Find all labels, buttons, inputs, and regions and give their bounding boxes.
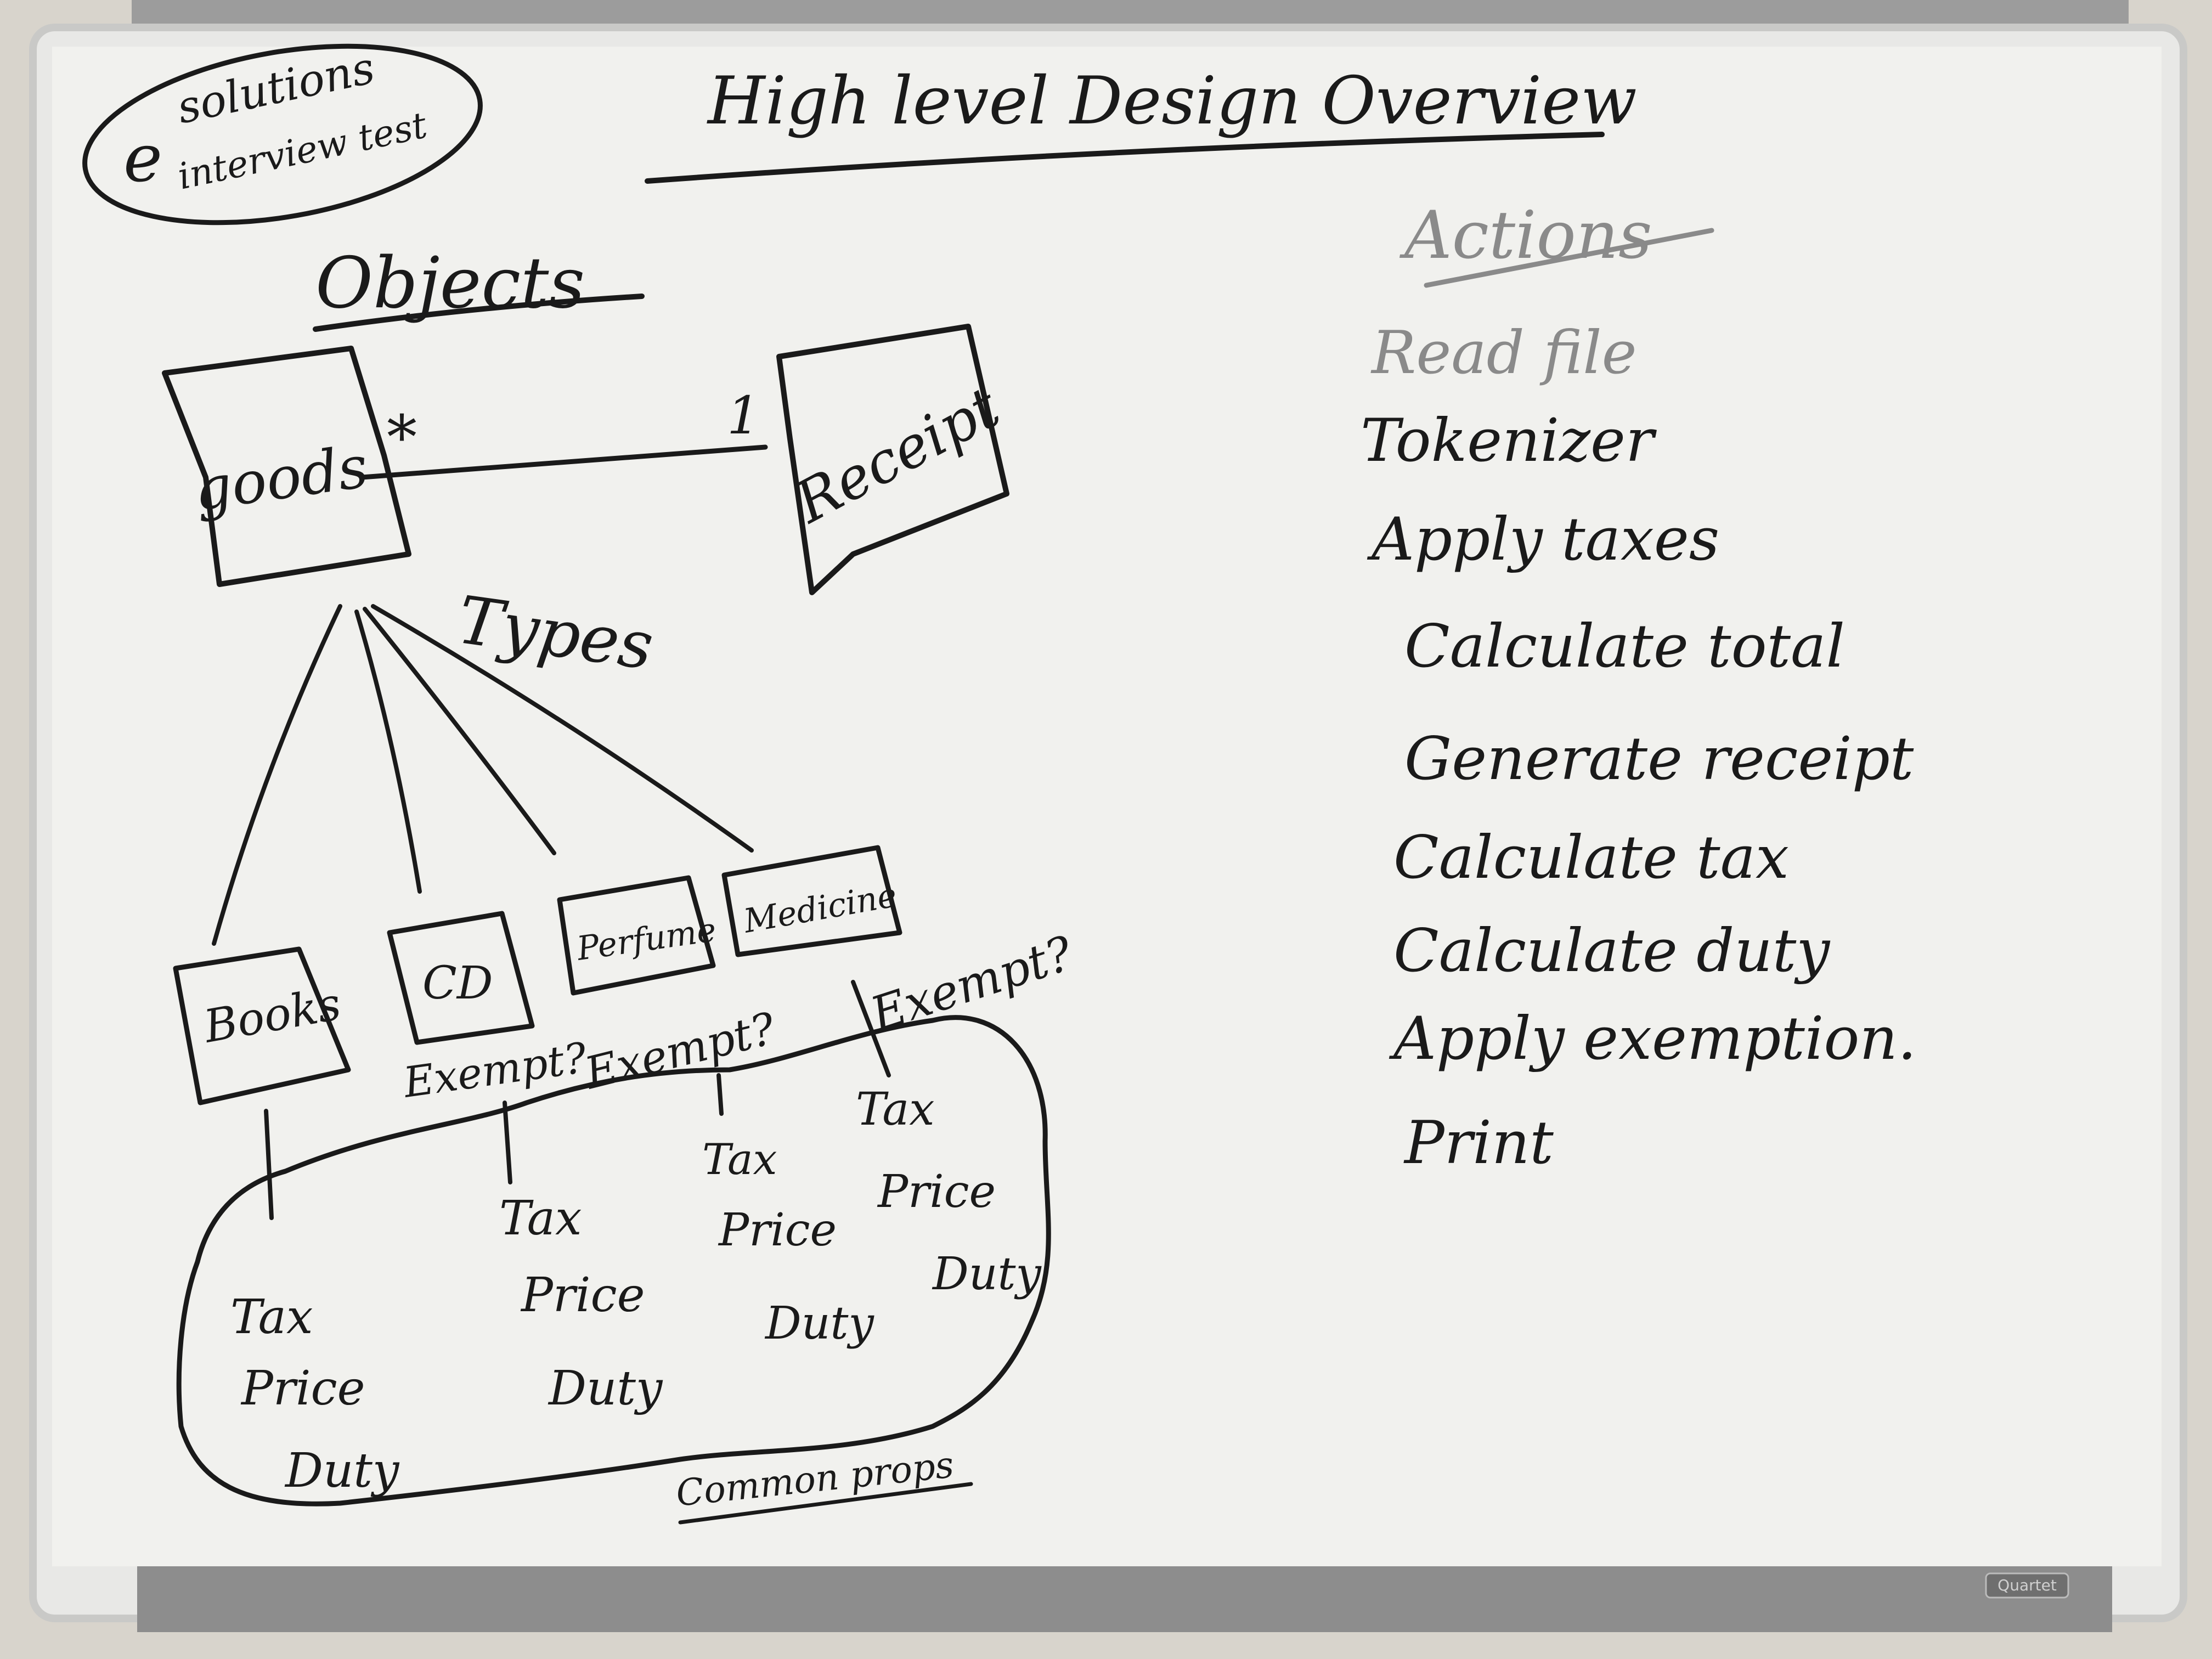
actions-list: Read file Tokenizer Apply taxes Calculat… (1361, 319, 1916, 1177)
hierarchy-lines (212, 604, 754, 946)
one-marker: 1 (727, 386, 760, 446)
common-props-cloud (176, 1015, 1051, 1506)
brand-label: Quartet (1997, 1576, 2057, 1594)
action-item-apply-exemption: Apply exemption. (1389, 1005, 1916, 1073)
prop-item: Price (520, 1268, 645, 1323)
action-item-calculate-tax: Calculate tax (1393, 823, 1789, 892)
actions-underline (1424, 228, 1714, 288)
prop-item: Duty (764, 1297, 875, 1350)
prop-item: Price (718, 1204, 837, 1256)
prop-connectors (264, 980, 891, 1220)
prop-item: Tax (230, 1290, 313, 1345)
prop-item: Tax (856, 1084, 934, 1136)
brand-plate (1985, 1572, 2069, 1599)
receipt-box (776, 324, 1009, 595)
marker-tray (137, 1566, 2112, 1632)
action-item-generate-receipt: Generate receipt (1404, 725, 1914, 793)
prop-connector-perfume (716, 1073, 724, 1116)
props-medicine: Tax Price Duty (856, 1084, 1042, 1300)
title-underline (645, 132, 1605, 184)
prop-item: Tax (499, 1191, 582, 1246)
association-line (359, 444, 768, 480)
action-item-calculate-duty: Calculate duty (1393, 917, 1831, 985)
prop-item: Duty (548, 1361, 663, 1416)
hierarchy-line-cd (354, 610, 422, 894)
prop-connector-books (264, 1109, 274, 1220)
type-box (173, 946, 351, 1105)
type-box (387, 911, 535, 1045)
action-item-read-file: Read file (1370, 319, 1637, 387)
badge-ellipse (82, 43, 483, 225)
props-perfume: Tax Price Duty (702, 1135, 875, 1350)
prop-item: Duty (932, 1248, 1042, 1300)
hierarchy-line-perfume (363, 607, 556, 855)
action-item-calculate-total: Calculate total (1404, 612, 1845, 681)
prop-item: Duty (284, 1443, 400, 1498)
many-marker: * (387, 402, 417, 472)
hierarchy-line-books (212, 604, 342, 946)
action-item-tokenizer: Tokenizer (1361, 407, 1657, 475)
props-cd: Tax Price Duty (499, 1191, 663, 1416)
badge-prefix: e (123, 121, 162, 197)
goods-box (162, 346, 411, 587)
objects-underline (313, 294, 645, 332)
prop-item: Tax (702, 1135, 777, 1184)
type-cd: CD (387, 911, 535, 1045)
prop-connector-cd (503, 1101, 512, 1184)
type-box (557, 875, 716, 996)
hierarchy-line-medicine (371, 604, 754, 853)
prop-connector-medicine (851, 980, 891, 1077)
action-item-apply-taxes: Apply taxes (1367, 505, 1719, 574)
prop-item: Price (240, 1361, 365, 1416)
actions-heading: Actions (1399, 198, 1652, 274)
type-box (721, 845, 902, 957)
type-label: CD (422, 957, 493, 1009)
page-title: High level Design Overview (707, 63, 1637, 139)
action-item-print: Print (1403, 1109, 1554, 1177)
props-books: Tax Price Duty (230, 1290, 400, 1498)
common-props-underline (678, 1482, 973, 1525)
prop-item: Price (877, 1166, 996, 1218)
